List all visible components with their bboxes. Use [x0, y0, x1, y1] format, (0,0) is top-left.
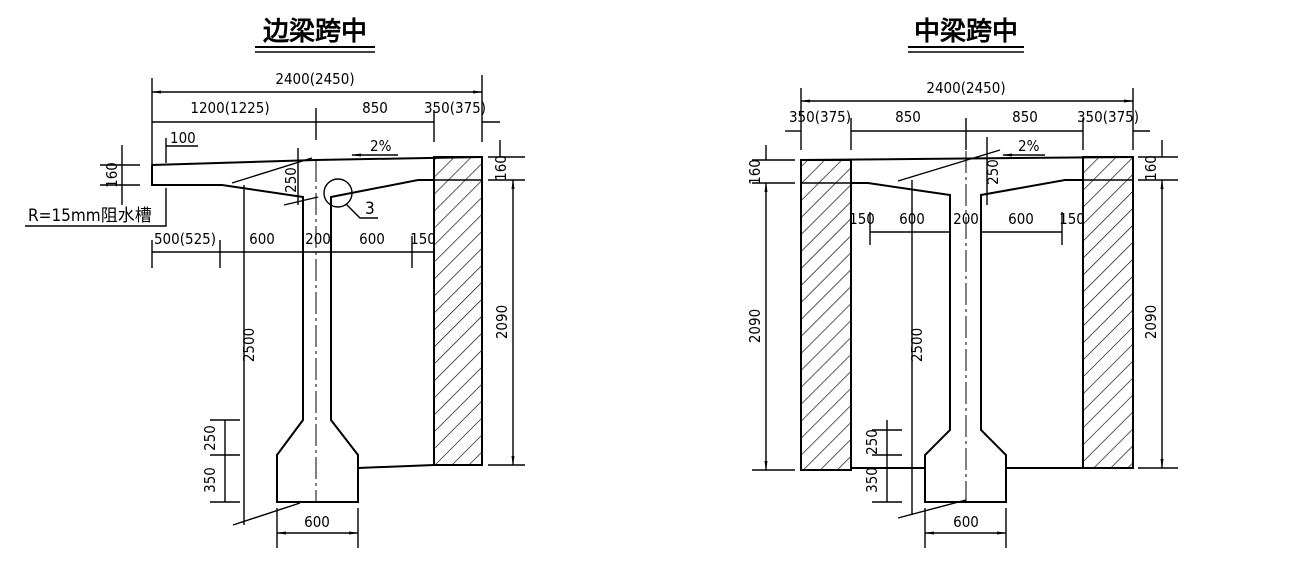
dim-500: 500(525) — [154, 230, 216, 248]
left-adjacent-hatch — [800, 159, 852, 471]
side-dimensions: 160 R=15mm阻水槽 250 500(525) 600 200 600 1… — [25, 140, 525, 548]
girder-outline — [800, 118, 1134, 503]
edge-girder-title: 边梁跨中 — [263, 17, 367, 47]
dim-160-right: 160 — [1142, 155, 1160, 181]
dim-250-haunch: 250 — [984, 159, 1002, 185]
dim-600-right: 600 — [1008, 210, 1034, 228]
dim-850-left: 850 — [895, 108, 921, 126]
dim-160-right: 160 — [492, 155, 510, 181]
slope-label: 2% — [1018, 137, 1040, 155]
dim-1200: 1200(1225) — [190, 99, 269, 117]
dim-350-bulb: 350 — [863, 467, 881, 493]
dim-350-right: 350(375) — [1077, 108, 1139, 126]
dim-total-width: 2400(2450) — [926, 79, 1005, 97]
side-dimensions: 160 2090 160 2090 250 150 600 200 600 15… — [746, 137, 1178, 548]
dim-350: 350(375) — [424, 99, 486, 117]
dim-350-bulb: 350 — [201, 467, 219, 493]
dim-2090: 2090 — [493, 305, 511, 339]
dim-2500: 2500 — [908, 328, 926, 362]
middle-girder-title: 中梁跨中 — [914, 17, 1018, 47]
slope-label: 2% — [370, 137, 392, 155]
dim-600-bottom: 600 — [304, 513, 330, 531]
dim-250: 250 — [201, 425, 219, 451]
detail-circle — [323, 178, 353, 208]
top-dimensions: 2400(2450) 1200(1225) 850 350(375) 100 2… — [151, 70, 500, 185]
dim-600-a: 600 — [249, 230, 275, 248]
dim-150: 150 — [410, 230, 436, 248]
dim-200: 200 — [305, 230, 331, 248]
dim-200: 200 — [953, 210, 979, 228]
drip-groove-note: R=15mm阻水槽 — [28, 206, 152, 226]
right-adjacent-hatch — [1082, 156, 1134, 469]
edge-girder-section: 边梁跨中 2400(2450) 1200(1225) 850 350(375) … — [25, 17, 525, 548]
dim-160-left: 160 — [746, 159, 764, 185]
dim-total-width: 2400(2450) — [275, 70, 354, 88]
girder-outline: 3 — [151, 156, 483, 503]
dim-850-right: 850 — [1012, 108, 1038, 126]
dim-100: 100 — [170, 129, 196, 147]
dim-160-left: 160 — [103, 162, 121, 188]
dim-350-left: 350(375) — [789, 108, 851, 126]
detail-ref: 3 — [365, 199, 375, 219]
top-dimensions: 2400(2450) 350(375) 850 850 350(375) 2% — [785, 79, 1150, 157]
dim-2090-left: 2090 — [746, 309, 764, 343]
dim-600-b: 600 — [359, 230, 385, 248]
adjacent-hatch — [433, 156, 483, 466]
dim-150-left: 150 — [849, 210, 875, 228]
dim-250-haunch: 250 — [282, 167, 300, 193]
dim-850: 850 — [362, 99, 388, 117]
dim-600-bottom: 600 — [953, 513, 979, 531]
dim-2500: 2500 — [240, 328, 258, 362]
dim-150-right: 150 — [1059, 210, 1085, 228]
dim-2090-right: 2090 — [1142, 305, 1160, 339]
middle-girder-section: 中梁跨中 2400(2450) 350(375) 850 850 350(375… — [746, 17, 1178, 548]
dim-250: 250 — [863, 429, 881, 455]
